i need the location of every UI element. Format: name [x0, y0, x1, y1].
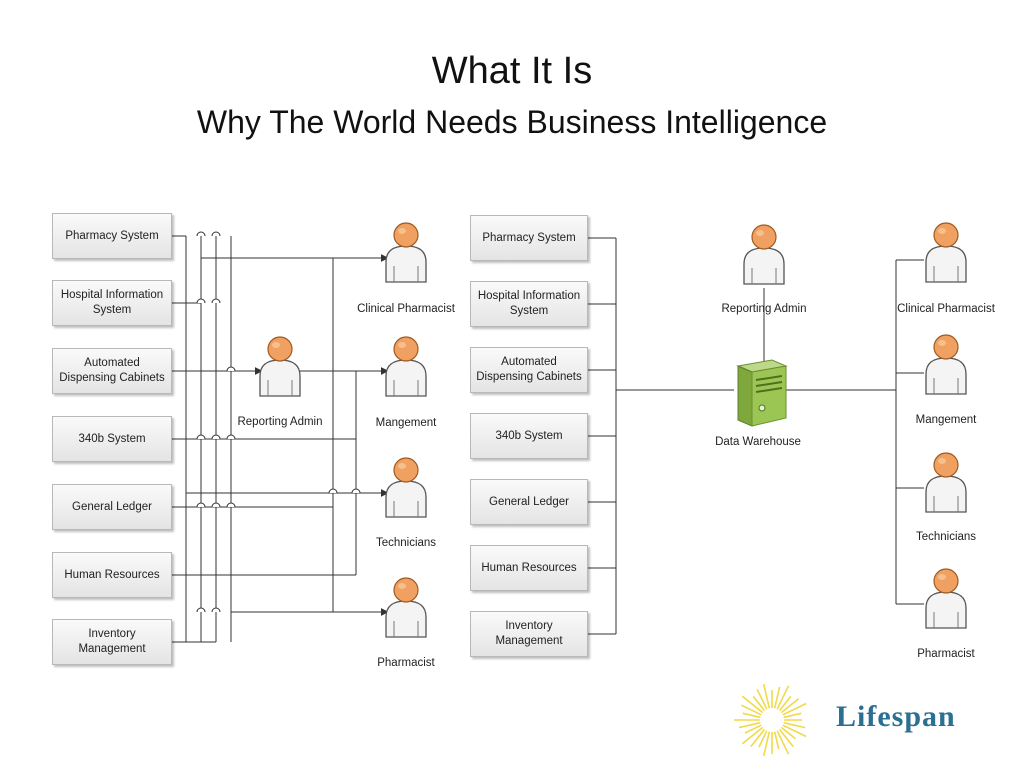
left-source-box: Pharmacy System [52, 213, 172, 259]
person-icon [385, 222, 427, 283]
right-source-box: General Ledger [470, 479, 588, 525]
right-source-box: Pharmacy System [470, 215, 588, 261]
left-source-box: Hospital Information System [52, 280, 172, 326]
left-source-box: General Ledger [52, 484, 172, 530]
right-source-box: Inventory Management [470, 611, 588, 657]
lifespan-sun-logo-icon [734, 684, 807, 756]
left-hub-label: Reporting Admin [237, 416, 323, 428]
left-consumer-label: Mangement [375, 417, 437, 429]
person-icon [925, 568, 967, 629]
person-icon [259, 336, 301, 397]
left-consumer-label: Technicians [375, 537, 437, 549]
data-warehouse-server-icon [736, 359, 788, 427]
right-consumer-label: Technicians [915, 531, 977, 543]
slide-title: What It Is [431, 50, 593, 92]
right-consumer-label: Pharmacist [917, 648, 975, 660]
right-admin-label: Reporting Admin [721, 303, 807, 315]
right-consumer-label: Mangement [915, 414, 977, 426]
person-icon [385, 336, 427, 397]
left-source-box: Automated Dispensing Cabinets [52, 348, 172, 394]
lifespan-logo-text: Lifespan [836, 700, 956, 733]
left-source-box: 340b System [52, 416, 172, 462]
right-consumer-label: Clinical Pharmacist [897, 303, 995, 315]
right-source-box: Hospital Information System [470, 281, 588, 327]
right-source-box: Automated Dispensing Cabinets [470, 347, 588, 393]
left-consumer-label: Clinical Pharmacist [357, 303, 455, 315]
person-icon [743, 224, 785, 285]
left-source-box: Inventory Management [52, 619, 172, 665]
slide-subtitle: Why The World Needs Business Intelligenc… [196, 104, 828, 140]
right-source-box: 340b System [470, 413, 588, 459]
person-icon [385, 457, 427, 518]
left-source-box: Human Resources [52, 552, 172, 598]
left-consumer-label: Pharmacist [377, 657, 435, 669]
person-icon [925, 452, 967, 513]
data-warehouse-label: Data Warehouse [715, 436, 801, 448]
person-icon [385, 577, 427, 638]
person-icon [925, 222, 967, 283]
person-icon [925, 334, 967, 395]
right-source-box: Human Resources [470, 545, 588, 591]
